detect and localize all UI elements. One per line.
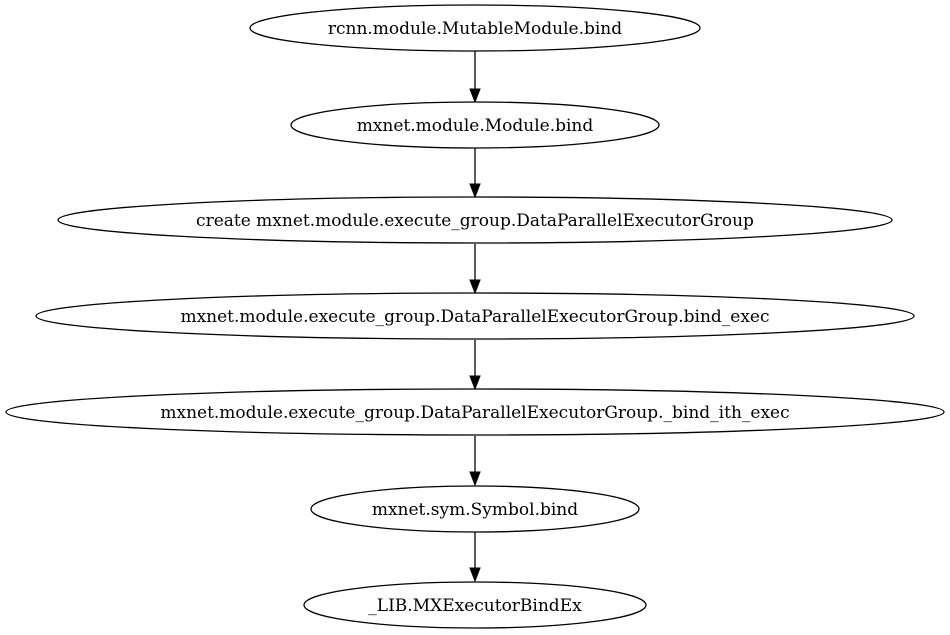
node-mxexecutor-bind-ex: _LIB.MXExecutorBindEx bbox=[303, 581, 647, 629]
edge-5-to-6 bbox=[469, 436, 481, 487]
node-create-executor-group: create mxnet.module.execute_group.DataPa… bbox=[57, 196, 893, 244]
node-label: rcnn.module.MutableModule.bind bbox=[328, 19, 622, 39]
node-label: mxnet.module.execute_group.DataParallelE… bbox=[160, 403, 789, 423]
edge-3-to-4 bbox=[469, 244, 481, 295]
node-label: create mxnet.module.execute_group.DataPa… bbox=[196, 211, 754, 231]
node-symbol-bind: mxnet.sym.Symbol.bind bbox=[310, 485, 640, 533]
edges-layer bbox=[469, 51, 481, 583]
node-mutable-module-bind: rcnn.module.MutableModule.bind bbox=[249, 4, 701, 52]
node-label: mxnet.sym.Symbol.bind bbox=[372, 500, 578, 520]
edge-1-to-2 bbox=[469, 51, 481, 104]
edge-6-to-7 bbox=[469, 532, 481, 583]
node-module-bind: mxnet.module.Module.bind bbox=[290, 101, 660, 149]
node-label: mxnet.module.Module.bind bbox=[357, 116, 594, 136]
edge-2-to-3 bbox=[469, 148, 481, 199]
node-label: _LIB.MXExecutorBindEx bbox=[368, 596, 582, 616]
node-bind-exec: mxnet.module.execute_group.DataParallelE… bbox=[35, 292, 915, 340]
node-label: mxnet.module.execute_group.DataParallelE… bbox=[180, 307, 769, 327]
edge-4-to-5 bbox=[469, 340, 481, 391]
nodes-layer: rcnn.module.MutableModule.bind mxnet.mod… bbox=[5, 4, 945, 629]
node-bind-ith-exec: mxnet.module.execute_group.DataParallelE… bbox=[5, 388, 945, 436]
